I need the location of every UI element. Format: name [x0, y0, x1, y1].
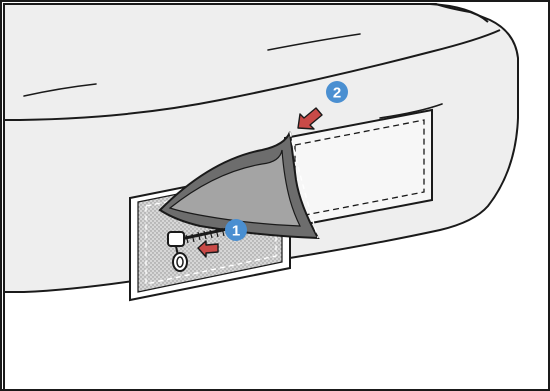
arrow-left-icon: [197, 240, 219, 258]
mattress-corner: [429, 3, 489, 23]
mattress-seam: [3, 29, 501, 121]
step-callout-1: 1: [225, 219, 247, 241]
step-callout-2: 2: [326, 81, 348, 103]
zipper-pull-icon: [167, 231, 188, 272]
mattress-wrinkles: [23, 33, 443, 119]
peeled-flap: [158, 131, 320, 240]
arrow-down-left-icon: [297, 107, 323, 130]
step-number-2: 2: [333, 85, 341, 102]
step-number-1: 1: [232, 223, 240, 240]
